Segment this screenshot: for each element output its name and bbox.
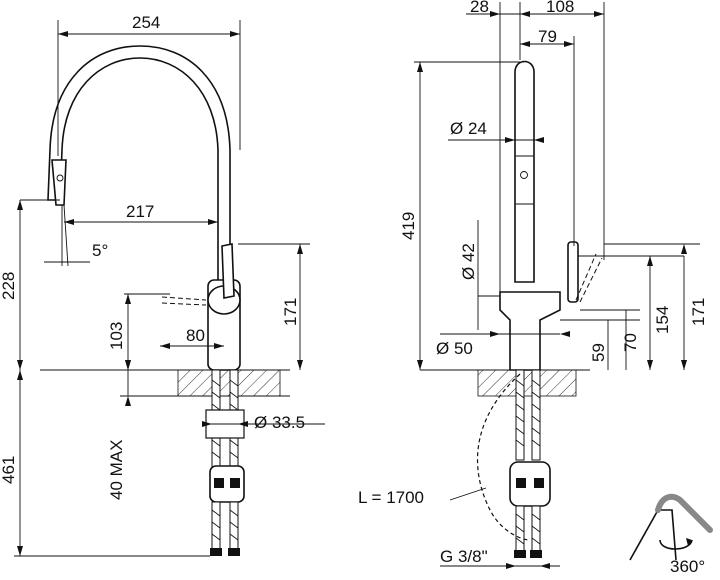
right-faucet-body (499, 291, 561, 371)
dim-offset-rear: 28 (470, 0, 489, 16)
left-spout (47, 45, 231, 283)
dim-handle-height-2: 171 (689, 298, 708, 326)
dim-spout-diameter: Ø 24 (450, 119, 487, 138)
dim-connection-thread: G 3/8" (440, 547, 488, 566)
dim-depth-total: 108 (546, 0, 574, 16)
dim-base-height-2: 70 (621, 333, 640, 352)
dim-hose-length: L = 1700 (358, 488, 424, 507)
right-lever (567, 241, 579, 303)
dim-mounting-hole: Ø 33.5 (254, 413, 305, 432)
dim-total-height: 419 (399, 212, 418, 240)
dim-max-counter: 40 MAX (107, 440, 126, 500)
rotation-label: 360° (670, 557, 705, 576)
dim-height-aerator: 228 (0, 272, 18, 300)
front-view: 28 108 79 Ø 24 419 Ø 42 Ø 50 154 171 (358, 0, 708, 569)
left-lever (221, 243, 235, 299)
dim-base-height-1: 59 (589, 343, 608, 362)
dim-spout-reach-inner: 217 (126, 202, 154, 221)
dim-handle-height-1: 154 (653, 306, 672, 334)
dim-body-diameter-base: Ø 50 (436, 339, 473, 358)
dim-lever-offset: 80 (186, 326, 205, 345)
dim-tilt-angle: 5° (92, 241, 108, 260)
rotation-360-icon: 360° (629, 493, 713, 576)
right-countertop (477, 369, 577, 397)
left-side-view: 254 217 5° 228 171 103 80 461 (0, 13, 325, 557)
dim-lever-height: 103 (107, 322, 126, 350)
left-countertop (177, 369, 281, 397)
dim-depth-inner: 79 (538, 27, 557, 46)
left-supply-hoses (205, 369, 245, 556)
dim-handle-height-left: 171 (281, 298, 300, 326)
right-supply-hoses (476, 369, 551, 558)
dim-below-counter: 461 (0, 456, 18, 484)
dim-spout-reach-outer: 254 (132, 13, 160, 32)
dim-body-diameter-upper: Ø 42 (459, 243, 478, 280)
